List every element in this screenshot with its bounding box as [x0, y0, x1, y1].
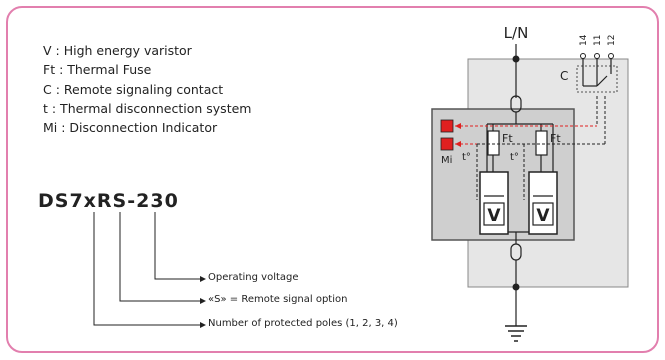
legend-item-thermal-disconnection: t : Thermal disconnection system: [43, 100, 252, 116]
callout-signal: «S» = Remote signal option: [208, 294, 348, 305]
legend-item-thermal-fuse: Ft : Thermal Fuse: [43, 62, 152, 78]
terminal-label-12: 12: [607, 35, 617, 46]
terminal-12: [608, 53, 614, 59]
callout-voltage: Operating voltage: [208, 272, 299, 283]
callout-arrow-signal: [200, 298, 206, 304]
thermal-links: [476, 96, 606, 200]
ground-icon: [505, 325, 527, 342]
supply-label: L/N: [504, 24, 529, 42]
fuse-label-left: Ft: [502, 132, 513, 145]
callout-line-poles: [93, 212, 200, 326]
callout-arrow-poles: [200, 322, 206, 328]
disconnection-indicator-top: [440, 119, 454, 133]
contact-label: C: [560, 69, 568, 83]
supply-node: [512, 55, 520, 63]
legend-item-disconnection-indicator: Mi : Disconnection Indicator: [43, 120, 218, 136]
callout-arrow-voltage: [200, 276, 206, 282]
varistor-label-right: V: [536, 206, 550, 226]
terminal-label-14: 14: [579, 34, 589, 46]
legend-item-varistor: V : High energy varistor: [43, 43, 192, 58]
terminal-11: [594, 53, 600, 59]
disconnection-indicator-bottom: [440, 137, 454, 151]
thermal-label-right: t°: [510, 152, 519, 163]
contact-box: [576, 65, 618, 93]
terminal-label-11: 11: [593, 35, 603, 46]
varistor-label-left: V: [487, 206, 501, 226]
thermal-fuse-right: [535, 130, 548, 156]
ground-node: [512, 283, 520, 291]
terminal-14: [580, 53, 586, 59]
callout-line-signal: [119, 212, 200, 302]
callout-line-voltage: [154, 212, 200, 280]
thermal-fuse-left: [487, 130, 500, 156]
indicator-label: Mi: [441, 155, 452, 166]
fuse-label-right: Ft: [550, 132, 561, 145]
callout-poles: Number of protected poles (1, 2, 3, 4): [208, 318, 398, 329]
legend-item-signaling-contact: C : Remote signaling contact: [43, 81, 224, 97]
model-code: DS7xRS-230: [38, 190, 179, 212]
thermal-label-left: t°: [462, 152, 471, 163]
legend: V : High energy varistor Ft : Thermal Fu…: [43, 41, 251, 137]
